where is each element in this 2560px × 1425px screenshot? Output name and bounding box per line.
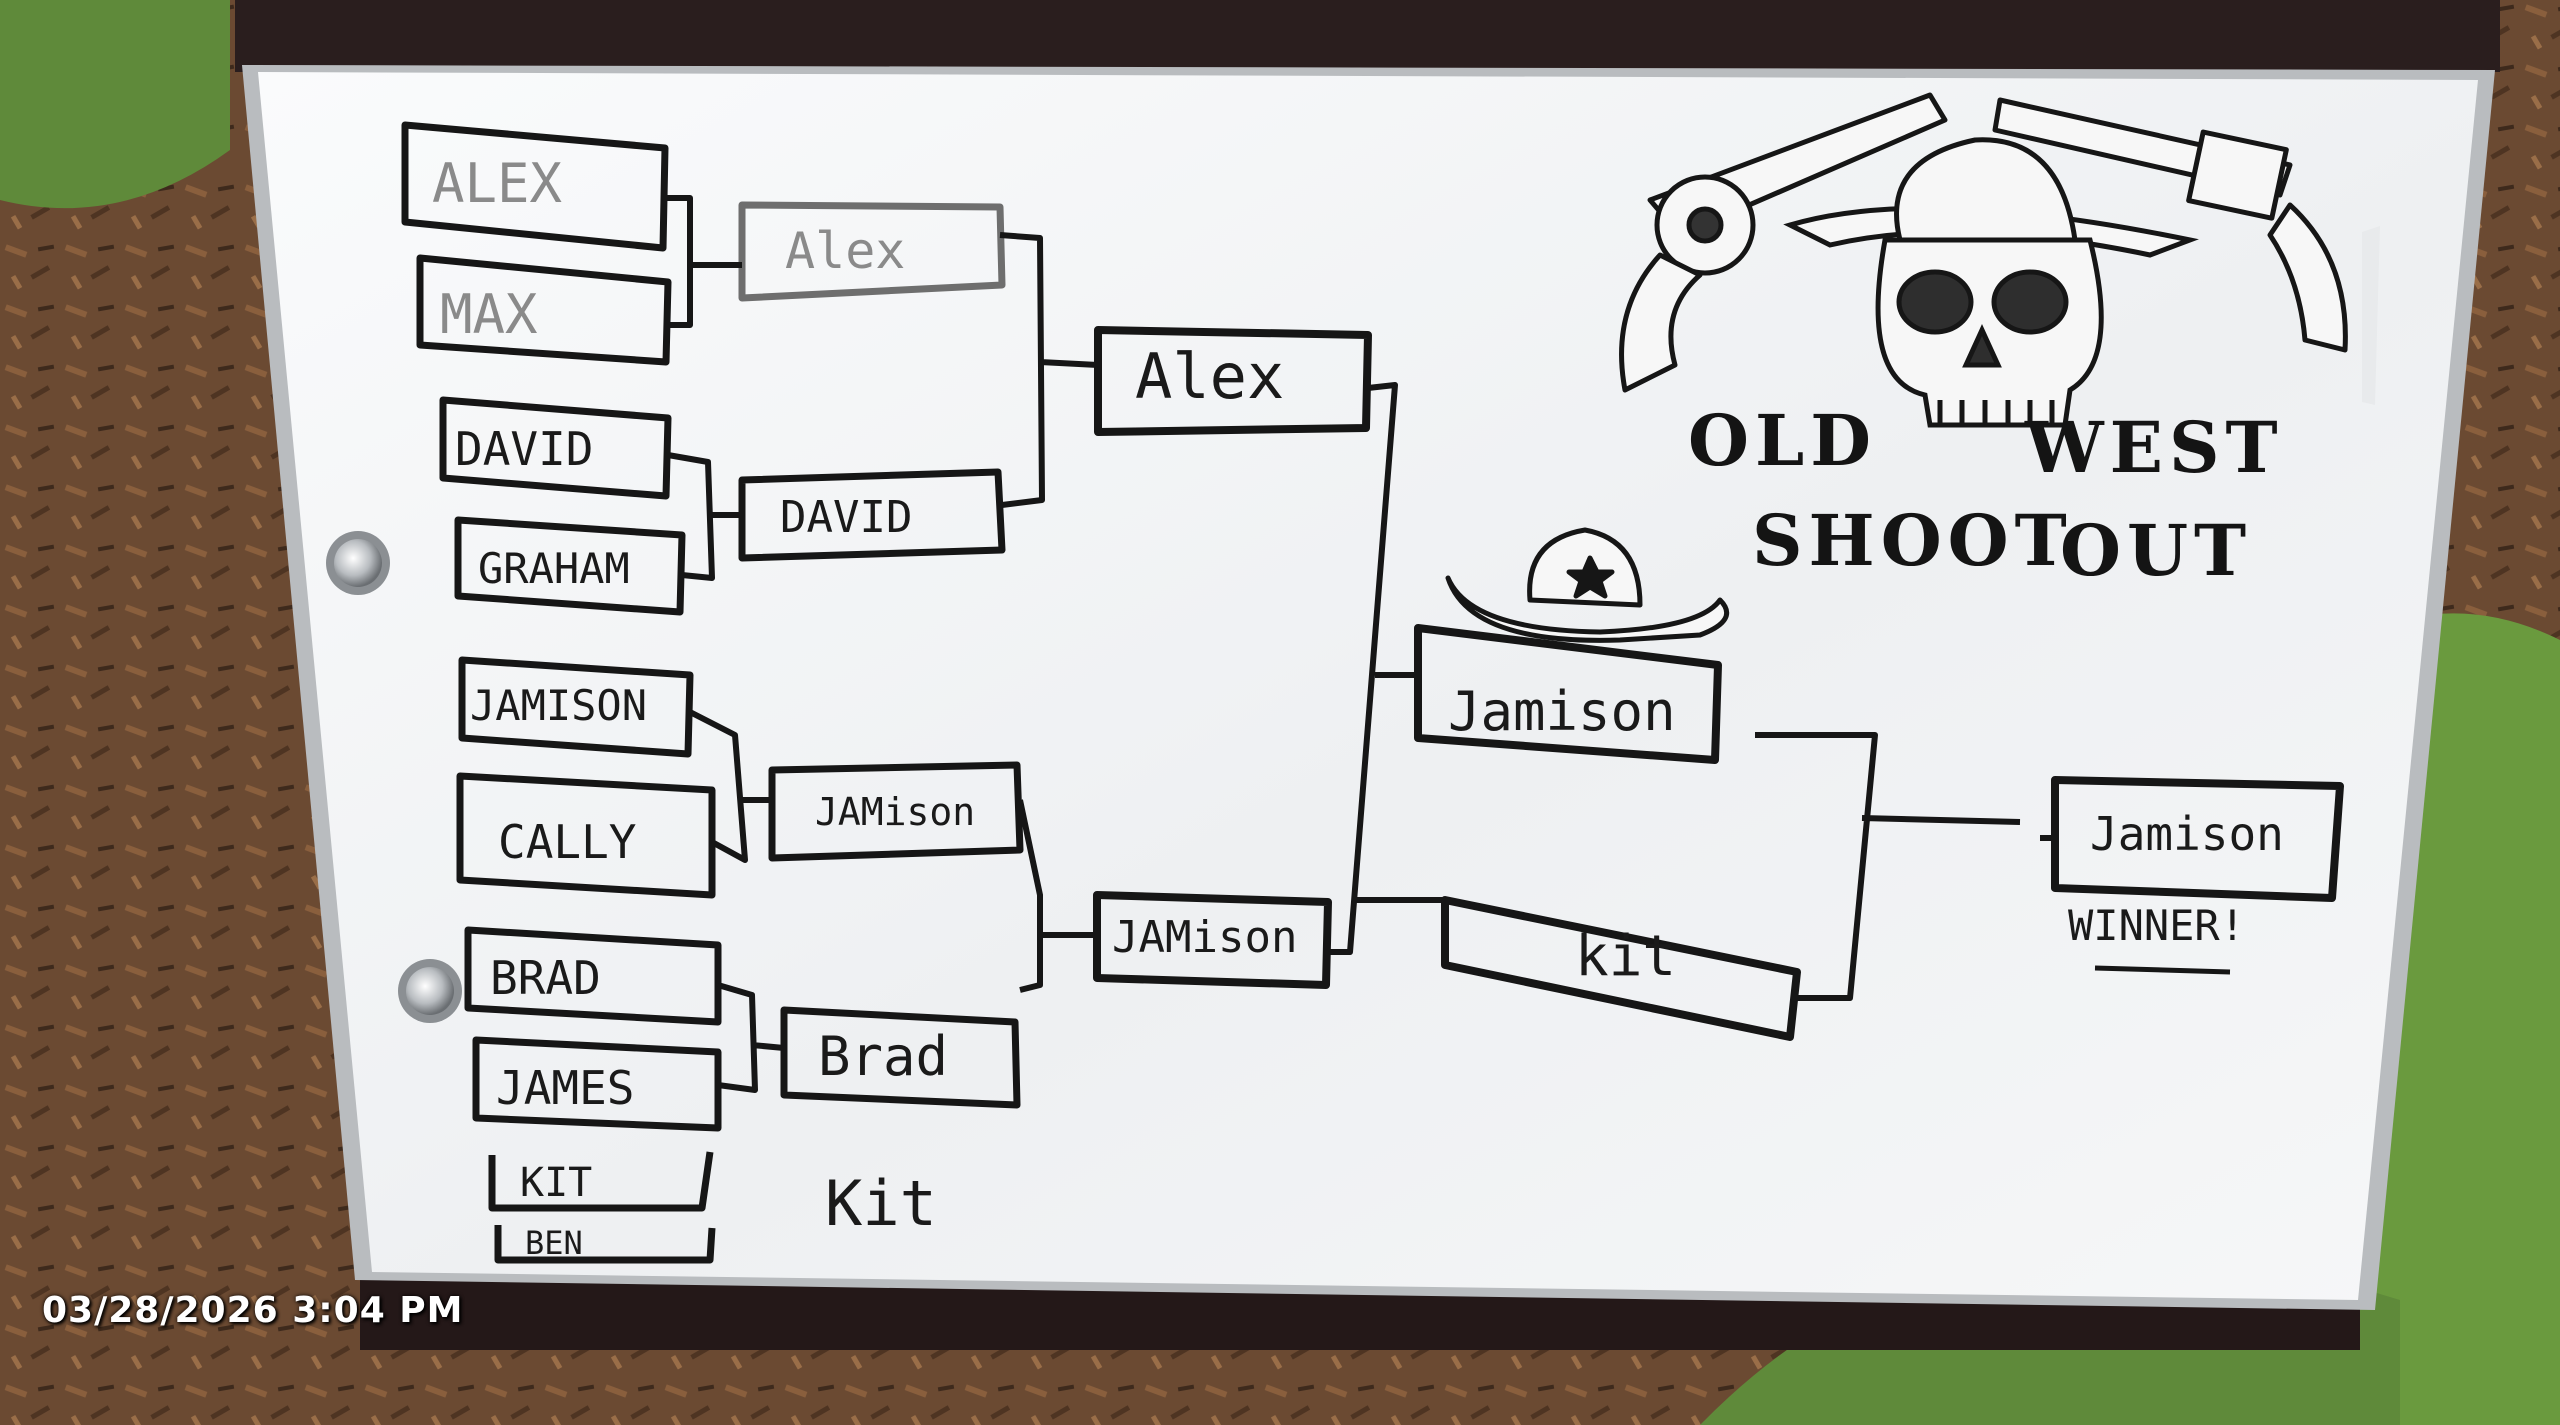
player-name: MAX — [440, 283, 538, 346]
bracket-box — [494, 1225, 716, 1264]
bracket-box — [1441, 896, 1801, 1041]
winner-label: WINNER! — [2068, 901, 2245, 950]
player-name: Brad — [818, 1025, 948, 1088]
player-name: BEN — [525, 1224, 583, 1262]
bracket-box — [1414, 624, 1722, 764]
board-magnet-icon — [398, 959, 462, 1023]
player-name: JAMES — [496, 1061, 634, 1115]
player-name: Alex — [1135, 340, 1284, 413]
player-name: BRAD — [490, 951, 601, 1005]
player-name: CALLY — [498, 815, 636, 869]
player-name: Alex — [785, 222, 905, 280]
bracket-box — [458, 656, 694, 758]
winner-underline — [2094, 965, 2231, 975]
player-name: JAMison — [1112, 912, 1297, 963]
revolver-icon — [1992, 97, 2348, 353]
player-name: kit — [1575, 924, 1676, 989]
bracket-box — [456, 772, 716, 899]
player-name: Kit — [825, 1167, 937, 1240]
bracket-box — [472, 1036, 722, 1132]
player-name: Jamison — [1448, 680, 1676, 743]
bracket-box — [780, 1006, 1021, 1109]
bracket-box — [439, 396, 672, 500]
bracket-connector — [1755, 732, 2055, 1001]
photo-timestamp: 03/28/2026 3:04 PM — [42, 1290, 464, 1331]
bracket-box — [464, 926, 722, 1026]
player-name: DAVID — [455, 422, 593, 476]
player-name: JAMison — [815, 790, 975, 834]
player-name: ALEX — [432, 152, 563, 215]
bracket-connector — [688, 709, 772, 863]
bracket-connector — [665, 195, 742, 328]
player-name: DAVID — [780, 492, 912, 543]
title-word-out: OUT — [2060, 509, 2252, 592]
bracket-box — [488, 1151, 714, 1212]
skull-icon — [1783, 137, 2199, 428]
bracket-box — [738, 468, 1006, 562]
player-name: GRAHAM — [478, 544, 630, 593]
title-word-shoot: SHOOT — [1752, 499, 2073, 582]
bracket-connector — [999, 232, 1099, 508]
bracket-box — [454, 516, 686, 616]
revolver-icon — [1619, 92, 1948, 393]
bracket-connector — [717, 982, 785, 1093]
title-word-west: WEST — [2024, 406, 2284, 489]
bracket-box — [1093, 891, 1332, 989]
bracket-box — [401, 121, 669, 252]
bracket-connector — [1328, 382, 1418, 955]
title-word-old: OLD — [1688, 399, 1877, 482]
player-name: JAMISON — [470, 681, 647, 730]
magnet-clip-right — [2362, 226, 2380, 405]
bracket-box — [1094, 326, 1372, 436]
bracket-connector — [667, 452, 742, 581]
champion-name: Jamison — [2090, 807, 2284, 861]
grass-top-left — [0, 0, 230, 209]
bracket-connector — [1017, 799, 1097, 993]
player-name: KIT — [520, 1160, 592, 1206]
sheriff-hat-icon — [1445, 527, 1730, 643]
bracket-box — [768, 761, 1024, 862]
board-magnet-icon — [326, 531, 390, 595]
board-frame-top — [235, 0, 2500, 72]
bracket-box — [416, 254, 672, 366]
bracket-box — [2051, 776, 2344, 902]
